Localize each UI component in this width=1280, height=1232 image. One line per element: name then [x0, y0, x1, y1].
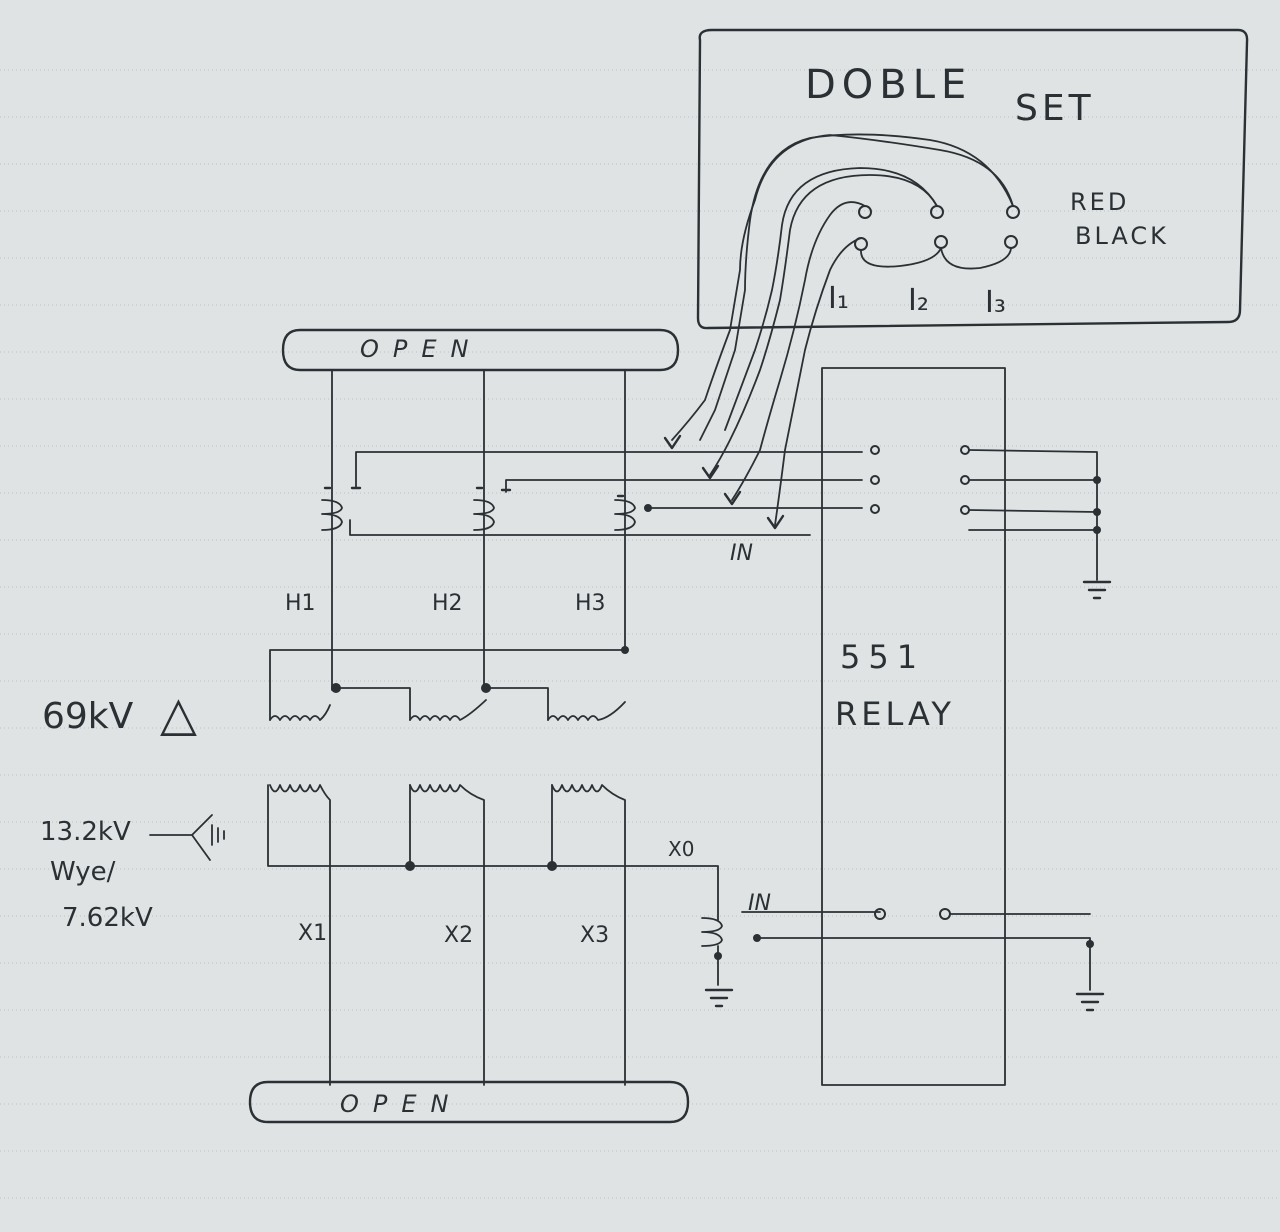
- test-leads: [663, 133, 1014, 530]
- delta-primary-winding: [269, 646, 629, 721]
- red-terminal-3: [1006, 205, 1020, 219]
- hv-terminal-h3: H3: [575, 591, 606, 616]
- hv-terminal-h2: H2: [432, 591, 463, 616]
- black-terminal-2: [934, 235, 948, 249]
- relay-label: RELAY: [835, 695, 955, 733]
- red-lead-label: RED: [1070, 188, 1129, 216]
- relay-551-box: 551 RELAY: [821, 367, 1006, 1086]
- black-terminal-3: [1004, 235, 1018, 249]
- bottom-bus-label: OPEN: [340, 1090, 462, 1118]
- neutral-current-label: IN: [748, 891, 771, 916]
- primary-rating: 69kV: [42, 696, 134, 737]
- wye-secondary-winding: [267, 784, 719, 1086]
- secondary-rating-line1: 13.2kV: [40, 817, 131, 847]
- paper-rules: [0, 69, 1280, 1199]
- lv-terminal-x3: X3: [580, 923, 609, 948]
- lv-terminal-x2: X2: [444, 923, 473, 948]
- neutral-current-upper-label: IN: [730, 541, 753, 566]
- neutral-terminal-x0: X0: [668, 837, 694, 861]
- top-open-bus: OPEN: [281, 328, 680, 372]
- relay-phase-terminals: [870, 445, 1112, 600]
- doble-test-set: DOBLE SET RED BLACK I₁ I₂ I₃: [696, 28, 1249, 330]
- top-bus-label: OPEN: [360, 335, 482, 363]
- hv-conductors: IN: [321, 369, 863, 691]
- red-terminal-2: [930, 205, 944, 219]
- bottom-open-bus: OPEN: [248, 1080, 690, 1124]
- wye-symbol: [149, 814, 225, 861]
- current-label-i1: I₁: [828, 281, 849, 316]
- doble-subtitle: SET: [1015, 88, 1095, 129]
- delta-symbol: △: [160, 686, 197, 742]
- red-terminal-1: [858, 205, 872, 219]
- lv-terminal-x1: X1: [298, 921, 327, 946]
- secondary-rating-line3: 7.62kV: [62, 903, 153, 933]
- hv-terminal-h1: H1: [285, 591, 316, 616]
- current-label-i2: I₂: [908, 283, 929, 318]
- black-lead-label: BLACK: [1075, 222, 1169, 250]
- current-label-i3: I₃: [985, 285, 1006, 320]
- secondary-rating-line2: Wye/: [50, 857, 116, 887]
- neutral-ct: IN: [701, 891, 1105, 1012]
- doble-title: DOBLE: [805, 62, 972, 108]
- relay-number: 551: [840, 638, 925, 676]
